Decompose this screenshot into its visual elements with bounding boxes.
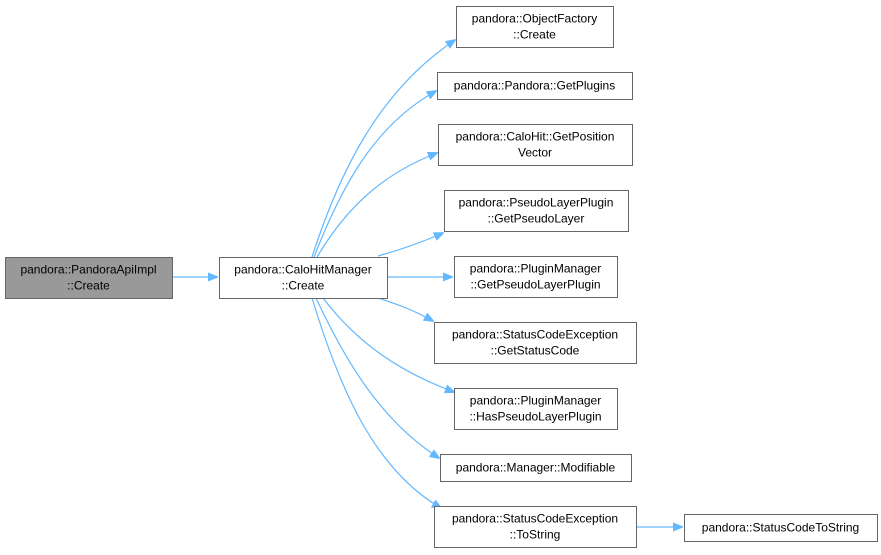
edge-calohitmanager-create-to-objectfactory-create xyxy=(311,40,455,258)
node-label-line: pandora::StatusCodeException xyxy=(452,512,618,526)
node-box xyxy=(440,454,632,482)
node-box xyxy=(219,257,388,299)
node-label-line: pandora::StatusCodeException xyxy=(452,328,618,342)
node-label-line: ::GetPseudoLayer xyxy=(488,212,585,226)
node-statuscodeexception-getstatuscode[interactable]: pandora::StatusCodeException::GetStatusC… xyxy=(434,322,637,364)
node-pandoraapiimpl-create[interactable]: pandora::PandoraApiImpl::Create xyxy=(5,257,173,299)
edge-calohitmanager-create-to-statuscodeexception-tostring xyxy=(311,297,441,508)
node-box xyxy=(434,506,637,548)
node-manager-modifiable[interactable]: pandora::Manager::Modifiable xyxy=(440,454,632,482)
node-pandora-getplugins[interactable]: pandora::Pandora::GetPlugins xyxy=(437,72,633,100)
nodes-layer: pandora::PandoraApiImpl::Createpandora::… xyxy=(5,6,878,548)
edge-calohitmanager-create-to-pandora-getplugins xyxy=(313,91,436,258)
node-label-line: pandora::PluginManager xyxy=(470,394,601,408)
node-statuscodeexception-tostring[interactable]: pandora::StatusCodeException::ToString xyxy=(434,506,637,548)
node-box xyxy=(444,190,629,232)
node-box xyxy=(456,6,614,48)
node-box xyxy=(454,256,618,298)
node-box xyxy=(684,514,878,542)
edge-calohitmanager-create-to-pluginmanager-haspseudolayerplugin xyxy=(322,297,454,392)
node-label-line: Vector xyxy=(518,146,552,160)
node-objectfactory-create[interactable]: pandora::ObjectFactory::Create xyxy=(456,6,614,48)
edge-calohitmanager-create-to-pseudolayerplugin-getpseudolayer xyxy=(377,233,443,257)
node-label-line: pandora::ObjectFactory xyxy=(472,12,597,26)
node-label-line: pandora::CaloHit::GetPosition xyxy=(456,130,615,144)
node-pseudolayerplugin-getpseudolayer[interactable]: pandora::PseudoLayerPlugin::GetPseudoLay… xyxy=(444,190,629,232)
edges-layer xyxy=(172,40,682,527)
node-label-line: pandora::Pandora::GetPlugins xyxy=(454,79,615,93)
node-label-line: ::HasPseudoLayerPlugin xyxy=(469,410,601,424)
node-label-line: ::ToString xyxy=(510,528,561,542)
node-label-line: pandora::PluginManager xyxy=(470,262,601,276)
node-label-line: ::GetPseudoLayerPlugin xyxy=(470,278,600,292)
edge-calohitmanager-create-to-calohit-getpositionvector xyxy=(316,153,437,258)
node-label-line: ::Create xyxy=(513,28,556,42)
node-label-line: ::Create xyxy=(67,279,110,293)
node-box xyxy=(434,322,637,364)
node-label-line: pandora::CaloHitManager xyxy=(234,263,371,277)
node-label-line: pandora::Manager::Modifiable xyxy=(456,461,616,475)
node-pluginmanager-haspseudolayerplugin[interactable]: pandora::PluginManager::HasPseudoLayerPl… xyxy=(454,388,618,430)
node-box xyxy=(5,257,173,299)
node-label-line: pandora::PandoraApiImpl xyxy=(20,263,156,277)
node-box xyxy=(454,388,618,430)
node-statuscodetostring[interactable]: pandora::StatusCodeToString xyxy=(684,514,878,542)
node-calohitmanager-create[interactable]: pandora::CaloHitManager::Create xyxy=(219,257,388,299)
node-label-line: pandora::StatusCodeToString xyxy=(702,521,859,535)
edge-calohitmanager-create-to-manager-modifiable xyxy=(315,297,439,458)
node-box xyxy=(437,72,633,100)
node-label-line: ::GetStatusCode xyxy=(491,344,580,358)
node-label-line: ::Create xyxy=(282,279,325,293)
edge-calohitmanager-create-to-statuscodeexception-getstatuscode xyxy=(377,297,433,321)
node-box xyxy=(438,124,633,166)
node-label-line: pandora::PseudoLayerPlugin xyxy=(459,196,614,210)
node-pluginmanager-getpseudolayerplugin[interactable]: pandora::PluginManager::GetPseudoLayerPl… xyxy=(454,256,618,298)
